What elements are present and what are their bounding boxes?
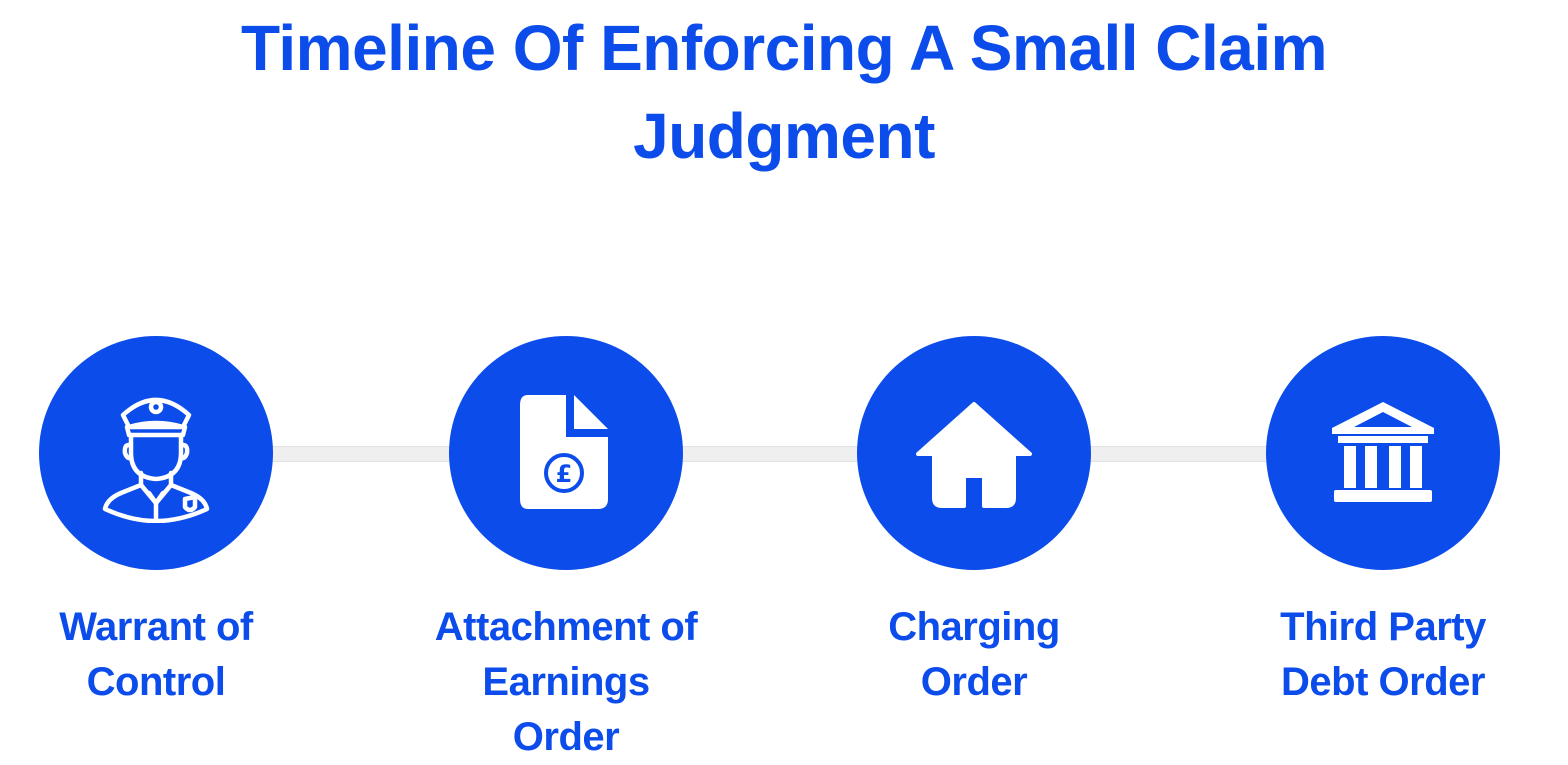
step-circle: £ — [449, 336, 683, 570]
timeline-connector-1 — [272, 446, 452, 462]
svg-text:£: £ — [556, 460, 573, 488]
page-title: Timeline Of Enforcing A Small Claim Judg… — [0, 4, 1568, 180]
step-circle — [1266, 336, 1500, 570]
step-circle — [39, 336, 273, 570]
step-circle — [857, 336, 1091, 570]
timeline-connector-3 — [1090, 446, 1270, 462]
step-label: Attachment of Earnings Order — [434, 605, 698, 759]
pound-document-icon: £ — [518, 393, 614, 513]
police-officer-icon — [91, 383, 221, 523]
bank-icon — [1328, 398, 1438, 508]
timeline-connector-2 — [681, 446, 861, 462]
step-label: Third Party Debt Order — [1280, 605, 1486, 704]
step-label: Charging Order — [888, 605, 1060, 704]
title-line-2: Judgment — [633, 100, 935, 172]
house-icon — [914, 398, 1034, 508]
step-label: Warrant of Control — [59, 605, 253, 704]
title-line-1: Timeline Of Enforcing A Small Claim — [240, 12, 1328, 84]
